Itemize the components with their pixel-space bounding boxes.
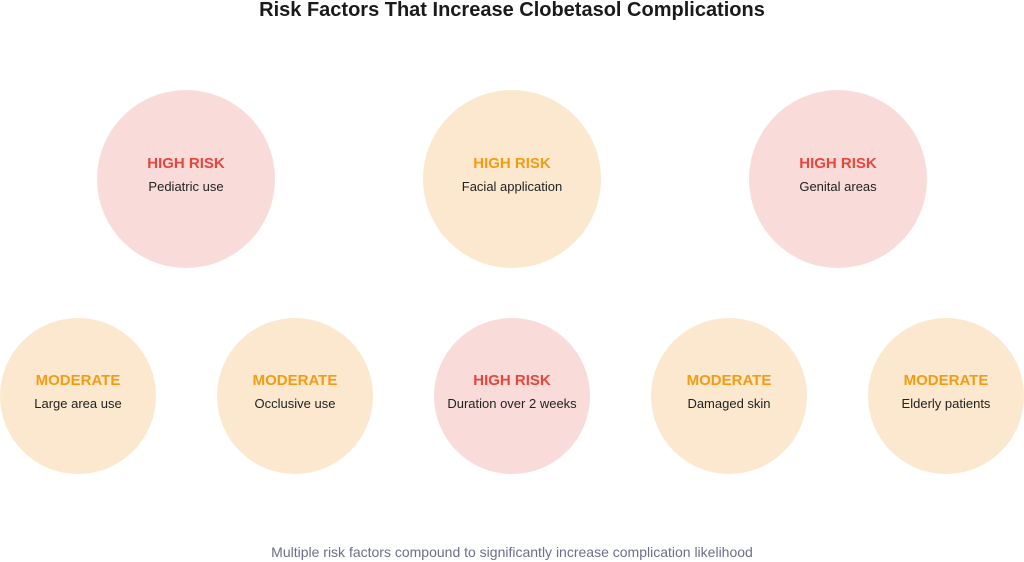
risk-node-duration: HIGH RISK Duration over 2 weeks [434, 318, 590, 474]
diagram-title: Risk Factors That Increase Clobetasol Co… [259, 0, 765, 21]
risk-factor-label: Pediatric use [148, 179, 224, 194]
risk-node-genital: HIGH RISK Genital areas [749, 90, 927, 268]
risk-level-label: MODERATE [252, 372, 338, 389]
risk-node-facial: HIGH RISK Facial application [423, 90, 601, 268]
risk-node-elderly: MODERATE Elderly patients [868, 318, 1024, 474]
risk-factor-label: Elderly patients [901, 396, 991, 411]
risk-level-label: HIGH RISK [147, 155, 225, 172]
risk-factor-label: Duration over 2 weeks [447, 396, 577, 411]
risk-factor-label: Damaged skin [687, 396, 771, 411]
risk-level-label: MODERATE [903, 372, 989, 389]
risk-level-label: HIGH RISK [473, 155, 551, 172]
footer-note: Multiple risk factors compound to signif… [271, 544, 753, 560]
risk-level-label: MODERATE [686, 372, 772, 389]
risk-level-label: MODERATE [35, 372, 121, 389]
risk-node-large-area: MODERATE Large area use [0, 318, 156, 474]
risk-factor-label: Occlusive use [254, 396, 336, 411]
risk-factor-label: Large area use [34, 396, 122, 411]
risk-factor-label: Facial application [461, 179, 563, 194]
risk-level-label: HIGH RISK [473, 372, 551, 389]
risk-factor-label: Genital areas [799, 179, 877, 194]
risk-node-occlusive: MODERATE Occlusive use [217, 318, 373, 474]
risk-level-label: HIGH RISK [799, 155, 877, 172]
risk-node-pediatric: HIGH RISK Pediatric use [97, 90, 275, 268]
risk-node-damaged-skin: MODERATE Damaged skin [651, 318, 807, 474]
